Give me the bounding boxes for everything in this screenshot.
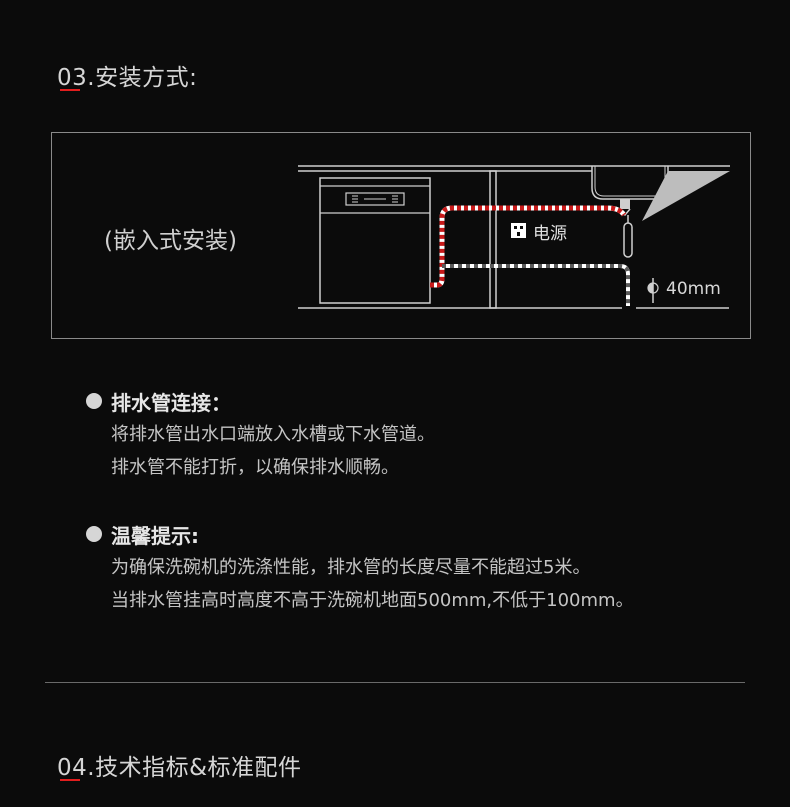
section-number: 04. xyxy=(57,755,96,781)
section-title-installation: 03.安装方式: xyxy=(57,58,197,92)
power-label: 电源 xyxy=(533,224,567,244)
bullet-icon xyxy=(86,526,102,542)
section-divider xyxy=(45,682,745,683)
title-accent-underline xyxy=(60,89,80,91)
section-number: 03. xyxy=(57,65,96,91)
tips-note-line: 为确保洗碗机的洗涤性能，排水管的长度尽量不能超过5米。 xyxy=(111,557,591,578)
tips-note-heading-text: 温馨提示: xyxy=(111,523,199,548)
drain-hose xyxy=(442,264,630,306)
tips-note-line: 当排水管挂高时高度不高于洗碗机地面500mm,不低于100mm。 xyxy=(111,590,634,611)
drain-note-line: 排水管不能打折，以确保排水顺畅。 xyxy=(111,457,399,478)
sink-drain-neck xyxy=(620,199,630,209)
installation-drawing xyxy=(298,165,730,309)
title-accent-underline xyxy=(60,779,80,781)
dishwasher-body xyxy=(319,177,431,304)
section-title-text: 安装方式: xyxy=(95,65,198,91)
drain-trap xyxy=(623,222,633,258)
dishwasher-control-panel xyxy=(345,192,405,206)
warm-tips-note: 温馨提示: 为确保洗碗机的洗涤性能，排水管的长度尽量不能超过5米。 当排水管挂高… xyxy=(86,521,634,617)
drain-note-heading-text: 排水管连接： xyxy=(111,390,231,415)
height-label: 40mm xyxy=(666,279,721,299)
drain-note-line: 将排水管出水口端放入水槽或下水管道。 xyxy=(111,424,435,445)
section-title-specs: 04.技术指标&标准配件 xyxy=(57,748,302,782)
tips-note-heading: 温馨提示: xyxy=(86,521,634,548)
power-cord xyxy=(430,205,627,288)
cabinet-post xyxy=(489,170,497,309)
power-cord-outer xyxy=(430,205,627,288)
bullet-icon xyxy=(86,393,102,409)
install-type-label: (嵌入式安装) xyxy=(104,228,237,254)
drain-hose-outer xyxy=(442,264,630,306)
drain-connection-note: 排水管连接： 将排水管出水口端放入水槽或下水管道。 排水管不能打折，以确保排水顺… xyxy=(86,388,435,484)
section-title-text: 技术指标&标准配件 xyxy=(95,755,302,781)
sink-support xyxy=(642,171,730,221)
drain-note-heading: 排水管连接： xyxy=(86,388,435,415)
installation-diagram: (嵌入式安装) xyxy=(51,132,751,339)
